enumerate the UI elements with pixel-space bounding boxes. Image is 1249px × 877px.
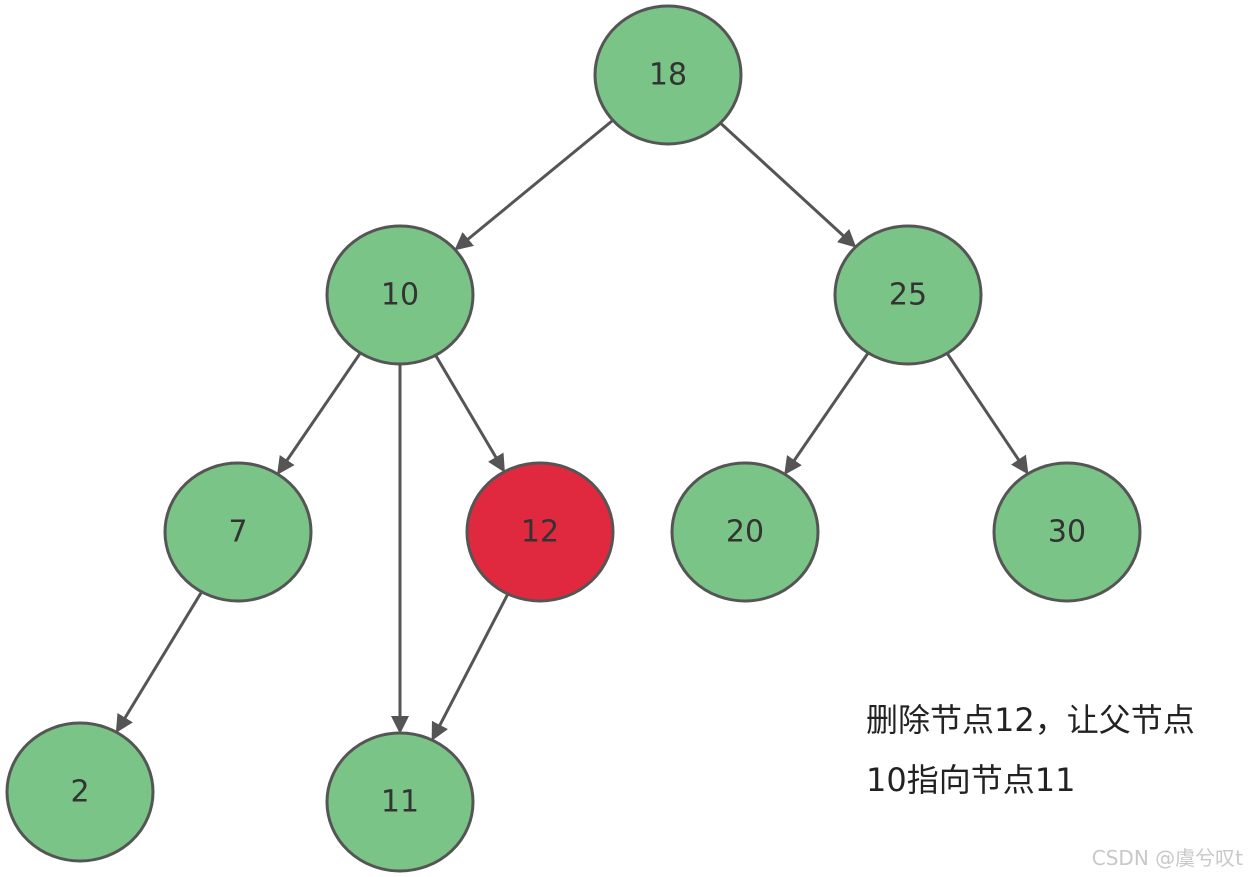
- edge-n10-n7: [277, 352, 362, 475]
- node-10: 10: [325, 224, 475, 366]
- annotation-line-1: 删除节点12，让父节点: [866, 701, 1195, 739]
- edge-n25-n20: [784, 352, 870, 475]
- annotation-line-2: 10指向节点11: [866, 761, 1076, 799]
- nodes: 18 10 25 7 12 20 30 2 11: [5, 4, 1142, 873]
- annotation-text: 删除节点12，让父节点 10指向节点11: [866, 690, 1246, 810]
- node-label: 12: [521, 515, 559, 550]
- edge-n18-n10: [454, 119, 614, 251]
- node-label: 10: [381, 278, 419, 313]
- node-11: 11: [325, 731, 475, 873]
- node-18: 18: [593, 4, 743, 146]
- edge-n7-n2: [115, 591, 203, 734]
- node-label: 20: [726, 515, 764, 550]
- watermark: CSDN @虞兮叹t: [1091, 846, 1243, 870]
- node-circle: [992, 461, 1142, 603]
- node-label: 11: [381, 785, 419, 820]
- node-circle: [670, 461, 820, 603]
- node-label: 25: [889, 278, 927, 313]
- edge-n12-n11: [431, 593, 510, 741]
- edge-n10-n12: [434, 354, 505, 473]
- node-20: 20: [670, 461, 820, 603]
- node-circle: [833, 224, 983, 366]
- node-circle: [163, 461, 313, 603]
- node-circle: [5, 721, 155, 863]
- node-circle: [325, 731, 475, 873]
- node-label: 30: [1048, 515, 1086, 550]
- node-25: 25: [833, 224, 983, 366]
- node-circle: [593, 4, 743, 146]
- edges: [115, 119, 1029, 741]
- node-12: 12: [465, 461, 615, 603]
- node-label: 2: [70, 775, 89, 810]
- edge-n25-n30: [945, 352, 1029, 475]
- node-2: 2: [5, 721, 155, 863]
- node-7: 7: [163, 461, 313, 603]
- node-circle-highlighted: [465, 461, 615, 603]
- node-label: 7: [228, 515, 247, 550]
- node-30: 30: [992, 461, 1142, 603]
- node-label: 18: [649, 58, 687, 93]
- edge-n18-n25: [719, 121, 857, 248]
- node-circle: [325, 224, 475, 366]
